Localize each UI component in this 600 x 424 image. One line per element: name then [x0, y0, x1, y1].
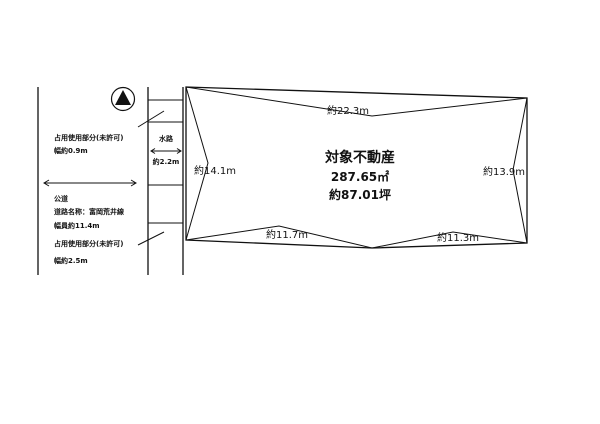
waterway-width: 約2.2m — [153, 157, 180, 166]
occupied-upper-width: 幅約0.9m — [54, 146, 88, 155]
road-label: 公道 — [54, 194, 68, 203]
dimension-right — [512, 97, 528, 244]
dimension-left — [185, 86, 209, 241]
road-arrowhead-left — [43, 179, 50, 187]
waterway-label: 水路 — [159, 134, 174, 143]
road-arrowhead-right — [130, 179, 137, 187]
dim-top-label: 約22.3m — [327, 104, 369, 117]
property-area-sqm: 287.65㎡ — [331, 169, 389, 184]
waterway-arrowhead-right — [176, 148, 182, 154]
leader-lower — [137, 231, 165, 246]
leader-upper — [137, 110, 165, 128]
property-area-tsubo: 約87.01坪 — [329, 187, 391, 202]
property-title: 対象不動産 — [324, 149, 395, 166]
occupied-lower-label: 占用使用部分(未許可) — [54, 239, 123, 248]
north-arrow-icon — [110, 86, 136, 112]
waterway-arrowhead-left — [150, 148, 156, 154]
parcel-outline — [185, 86, 528, 249]
dimension-bottom — [185, 225, 528, 249]
road-width: 幅員約11.4m — [54, 221, 100, 230]
dim-right-label: 約13.9m — [483, 165, 525, 178]
occupied-lower-width: 幅約2.5m — [54, 256, 88, 265]
occupied-upper-label: 占用使用部分(未許可) — [54, 133, 123, 142]
dim-bottom-right-label: 約11.3m — [437, 231, 479, 244]
road-name: 道路名称：富岡荒井線 — [54, 207, 124, 216]
dim-left-label: 約14.1m — [194, 164, 236, 177]
dimension-top — [185, 86, 528, 117]
dim-bottom-left-label: 約11.7m — [266, 228, 308, 241]
